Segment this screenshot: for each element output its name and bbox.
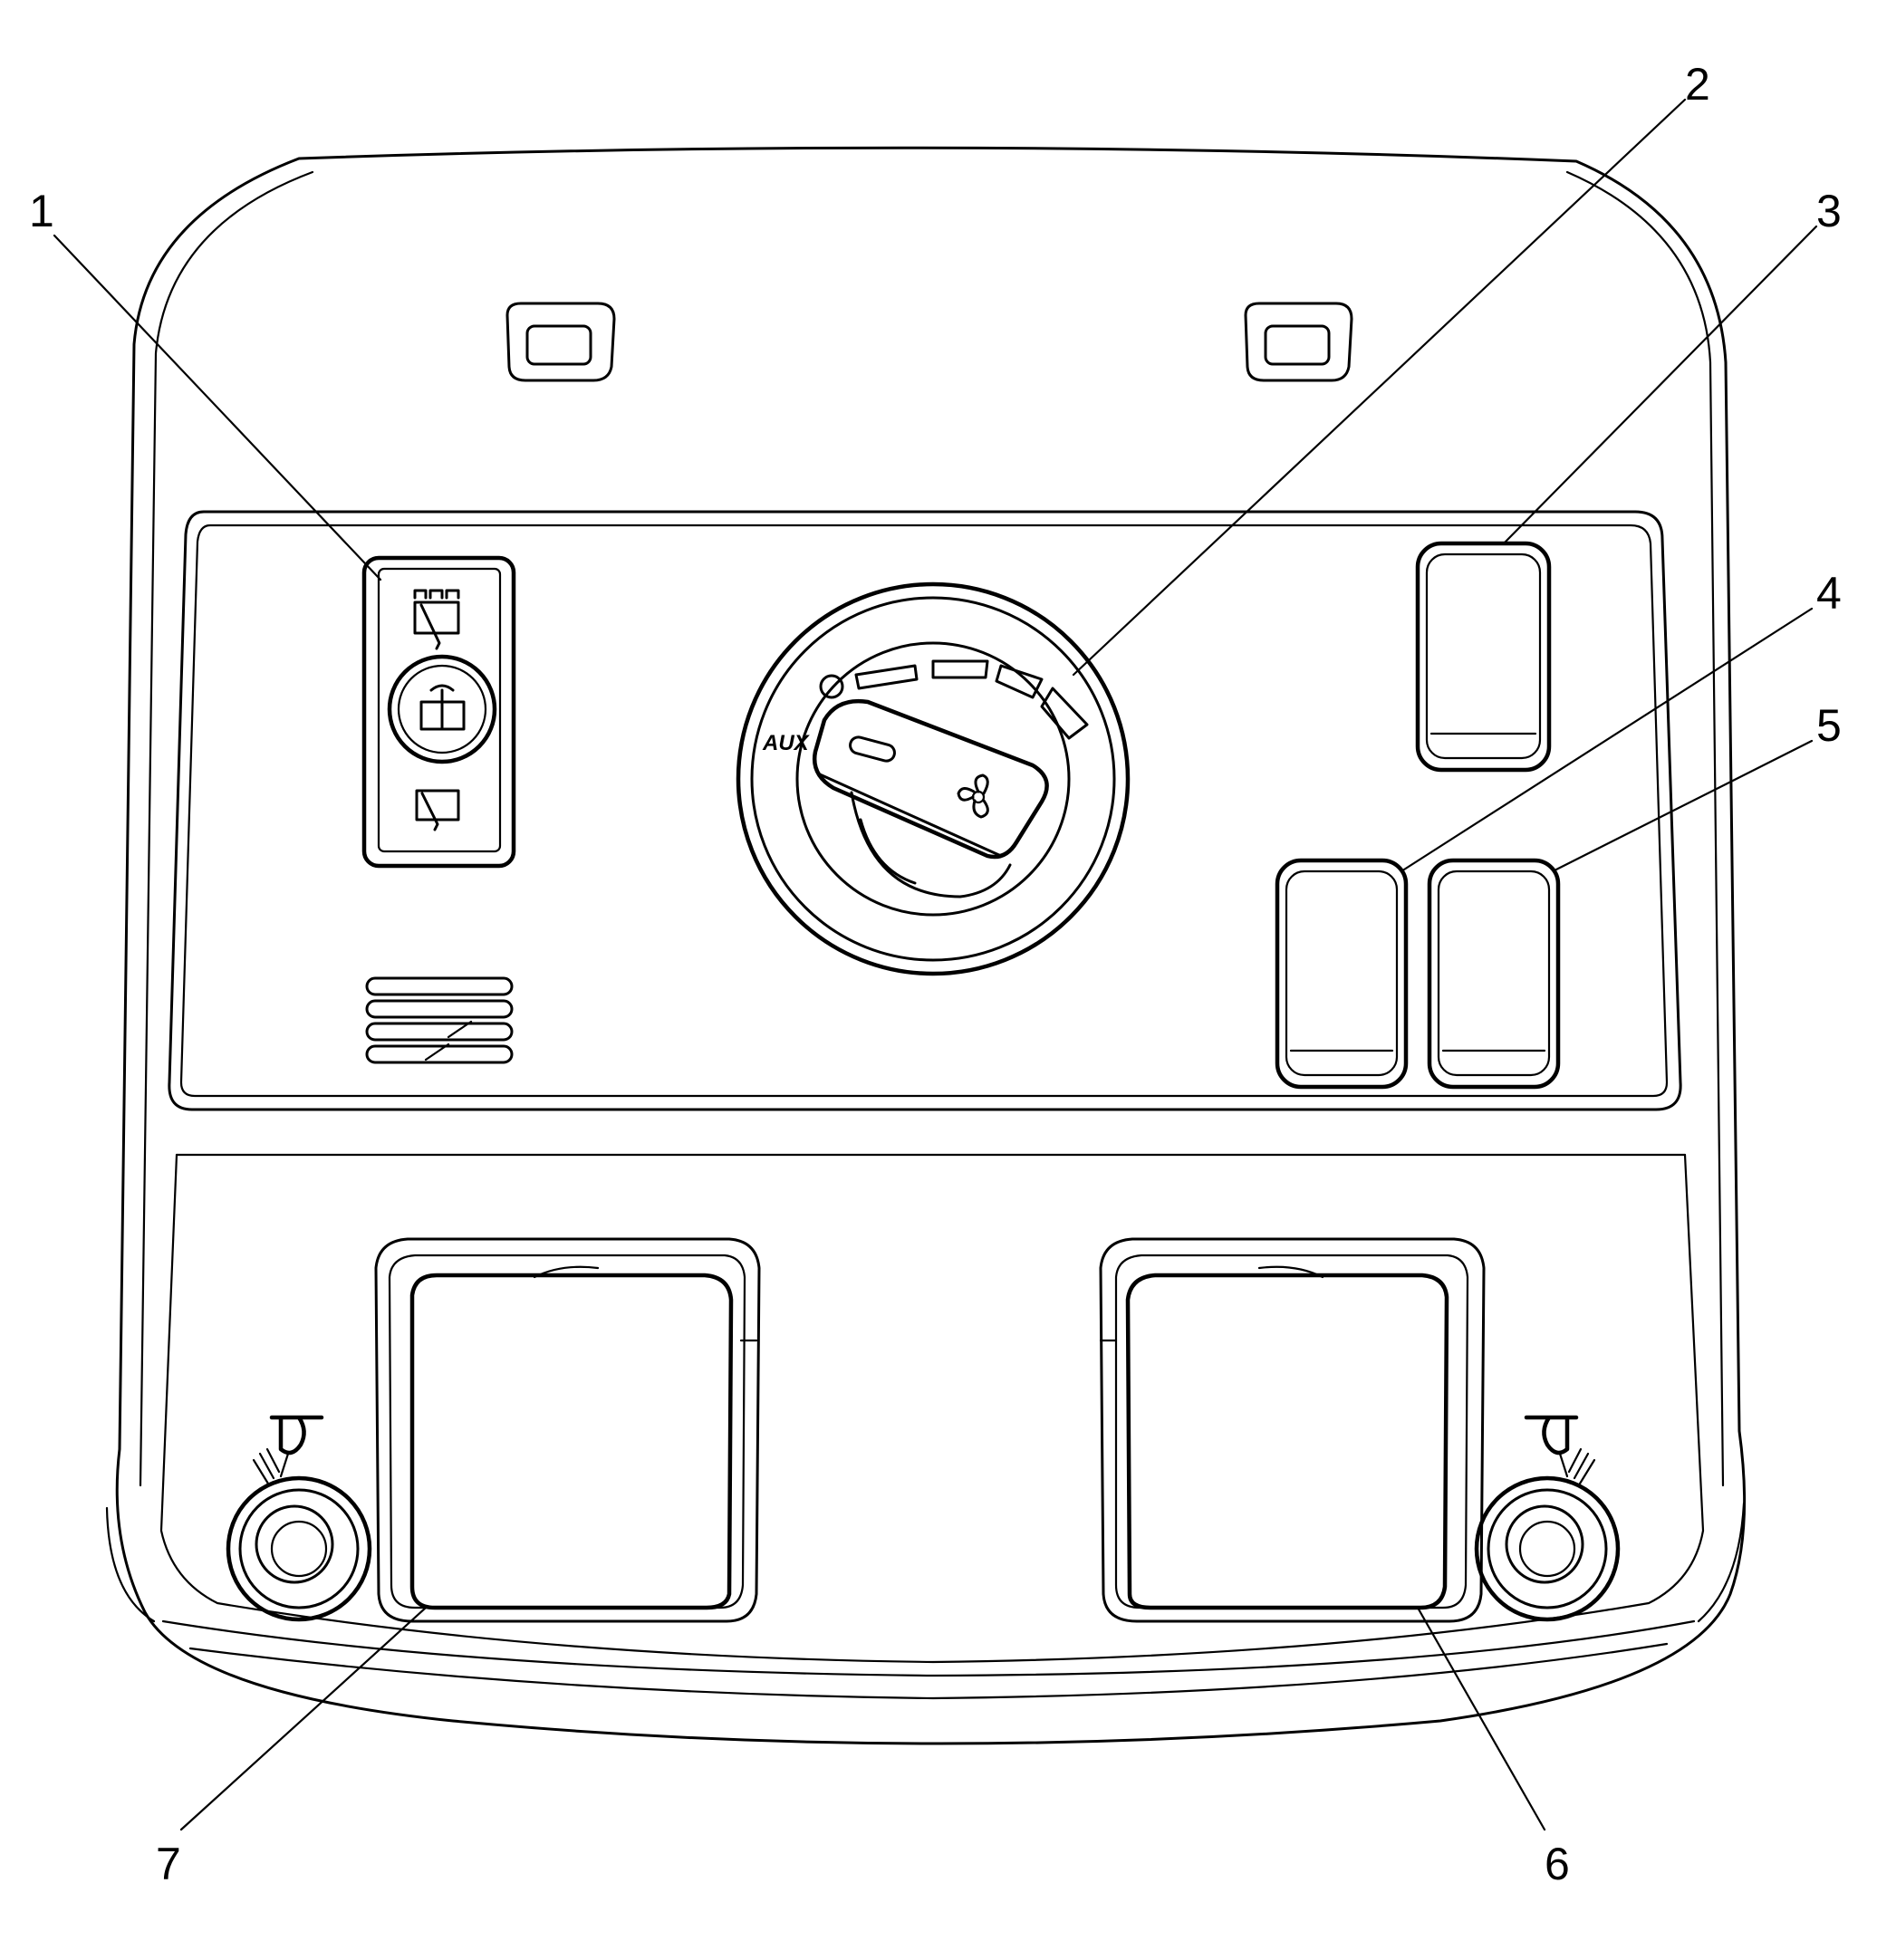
svg-text:4: 4 bbox=[1816, 568, 1842, 619]
microphone-grille bbox=[365, 976, 514, 1064]
console-button-4[interactable] bbox=[1275, 858, 1409, 1090]
control-panel bbox=[168, 510, 1682, 1111]
aux-blower-dial[interactable]: AUX bbox=[736, 581, 1131, 976]
svg-text:1: 1 bbox=[29, 186, 54, 236]
console-button-5[interactable] bbox=[1427, 858, 1561, 1090]
callout-2: 2 bbox=[1072, 59, 1710, 677]
rear-wiper-icon bbox=[413, 589, 460, 650]
rear-wiper-intermittent-icon bbox=[415, 789, 460, 831]
callout-3: 3 bbox=[1502, 186, 1842, 545]
callout-7: 7 bbox=[156, 1606, 428, 1889]
lamp-section bbox=[159, 1153, 1705, 1664]
callout-1: 1 bbox=[29, 186, 382, 581]
dial-knob[interactable] bbox=[812, 698, 1049, 898]
callout-5: 5 bbox=[1555, 700, 1842, 871]
reading-lamp-icon bbox=[1524, 1415, 1596, 1485]
mounting-clip-right bbox=[1244, 302, 1353, 382]
right-reading-lamp[interactable] bbox=[1099, 1237, 1486, 1623]
reading-lamp-icon bbox=[252, 1415, 324, 1485]
svg-text:7: 7 bbox=[156, 1839, 181, 1889]
callout-4: 4 bbox=[1402, 568, 1842, 871]
right-reading-lamp-switch[interactable] bbox=[1474, 1415, 1621, 1622]
mounting-clip-left bbox=[505, 302, 616, 382]
svg-text:6: 6 bbox=[1545, 1839, 1570, 1889]
console-housing bbox=[105, 146, 1747, 1745]
aux-label: AUX bbox=[762, 731, 811, 755]
console-button-3[interactable] bbox=[1415, 541, 1552, 773]
fan-icon bbox=[957, 773, 989, 819]
left-reading-lamp[interactable] bbox=[374, 1237, 761, 1623]
rear-wiper-switch[interactable] bbox=[361, 555, 516, 869]
callout-6: 6 bbox=[1416, 1606, 1570, 1889]
fan-speed-scale bbox=[819, 659, 1089, 740]
left-reading-lamp-switch[interactable] bbox=[226, 1415, 372, 1622]
svg-text:2: 2 bbox=[1685, 59, 1710, 110]
washer-button[interactable] bbox=[387, 654, 497, 764]
washer-icon bbox=[419, 684, 466, 731]
svg-text:5: 5 bbox=[1816, 700, 1842, 751]
svg-text:3: 3 bbox=[1816, 186, 1842, 236]
